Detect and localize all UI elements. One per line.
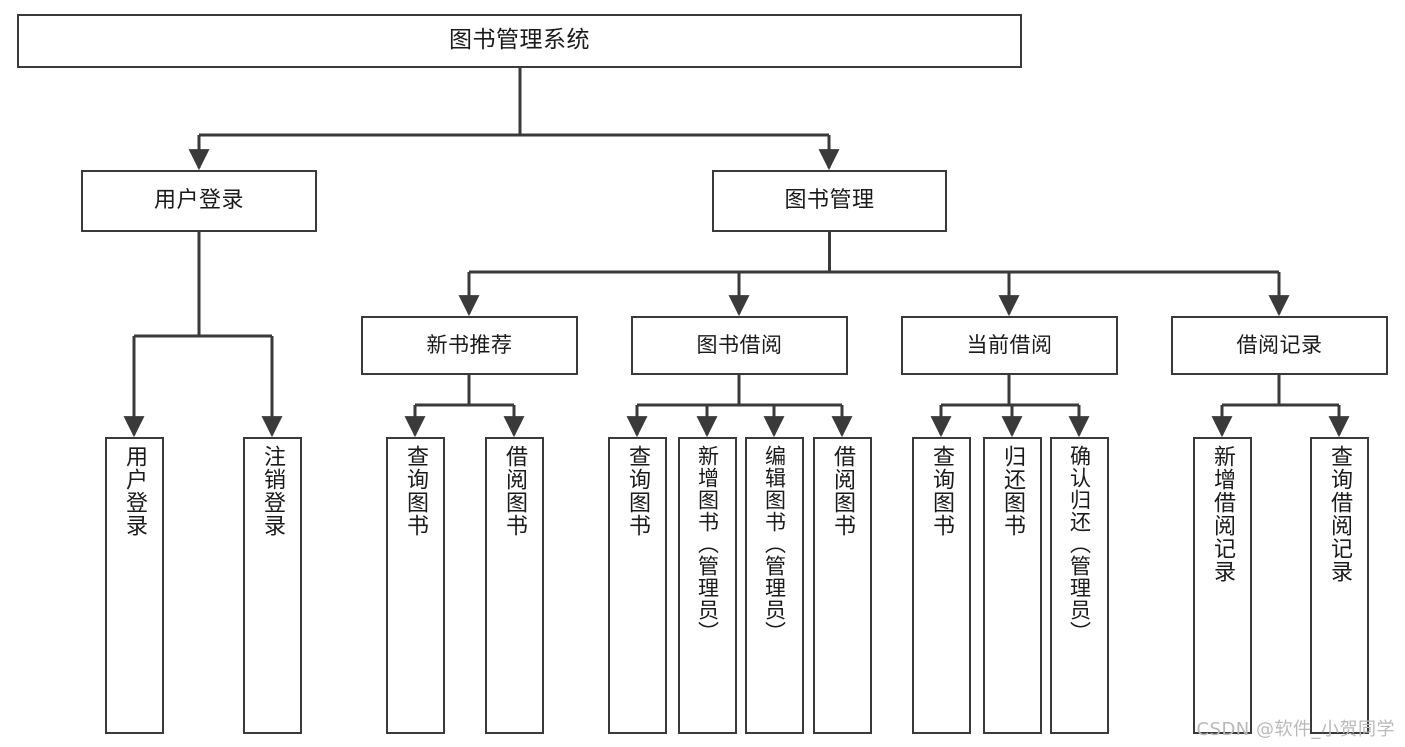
node-book-manage-label: 图书管理 xyxy=(784,187,875,213)
node-leaf-query-record-label: 查询借阅记录 xyxy=(1327,445,1353,583)
node-leaf-confirm-return-label: 确认归还（管理员） xyxy=(1067,445,1092,643)
node-leaf-add-book[interactable]: 新增图书（管理员） xyxy=(678,437,737,734)
node-leaf-return-book[interactable]: 归还图书 xyxy=(983,437,1042,734)
node-book-manage[interactable]: 图书管理 xyxy=(712,170,947,232)
node-leaf-query-book-3-label: 查询图书 xyxy=(929,445,955,537)
node-book-borrow-label: 图书借阅 xyxy=(696,332,783,357)
node-leaf-add-record-label: 新增借阅记录 xyxy=(1210,445,1236,583)
node-leaf-query-book-3[interactable]: 查询图书 xyxy=(912,437,971,734)
node-leaf-query-book-2[interactable]: 查询图书 xyxy=(608,437,667,734)
node-borrow-record-label: 借阅记录 xyxy=(1236,332,1323,357)
node-leaf-user-login[interactable]: 用户登录 xyxy=(105,437,164,734)
node-leaf-borrow-book-2[interactable]: 借阅图书 xyxy=(813,437,872,734)
node-root[interactable]: 图书管理系统 xyxy=(17,14,1022,68)
node-new-book-rec[interactable]: 新书推荐 xyxy=(361,316,578,375)
node-leaf-add-record[interactable]: 新增借阅记录 xyxy=(1193,437,1252,734)
node-user-login[interactable]: 用户登录 xyxy=(81,170,317,232)
node-leaf-query-record[interactable]: 查询借阅记录 xyxy=(1310,437,1369,734)
node-leaf-query-book-2-label: 查询图书 xyxy=(625,445,651,537)
node-leaf-confirm-return[interactable]: 确认归还（管理员） xyxy=(1050,437,1109,734)
node-leaf-return-book-label: 归还图书 xyxy=(1000,445,1026,537)
node-leaf-borrow-book-1-label: 借阅图书 xyxy=(502,445,528,537)
node-leaf-query-book-1-label: 查询图书 xyxy=(403,445,429,537)
node-book-borrow[interactable]: 图书借阅 xyxy=(631,316,848,375)
node-borrow-record[interactable]: 借阅记录 xyxy=(1171,316,1388,375)
node-current-borrow[interactable]: 当前借阅 xyxy=(901,316,1118,375)
node-leaf-edit-book[interactable]: 编辑图书（管理员） xyxy=(745,437,804,734)
node-leaf-user-login-label: 用户登录 xyxy=(122,445,148,537)
node-leaf-query-book-1[interactable]: 查询图书 xyxy=(386,437,445,734)
node-leaf-user-logout[interactable]: 注销登录 xyxy=(243,437,302,734)
node-leaf-borrow-book-1[interactable]: 借阅图书 xyxy=(485,437,544,734)
node-root-label: 图书管理系统 xyxy=(449,27,590,54)
node-new-book-rec-label: 新书推荐 xyxy=(426,332,513,357)
node-leaf-user-logout-label: 注销登录 xyxy=(260,445,286,537)
node-current-borrow-label: 当前借阅 xyxy=(966,332,1053,357)
node-leaf-edit-book-label: 编辑图书（管理员） xyxy=(762,445,787,643)
node-user-login-label: 用户登录 xyxy=(153,187,244,213)
watermark-text: CSDN @软件_小贺同学 xyxy=(1196,719,1395,740)
node-leaf-borrow-book-2-label: 借阅图书 xyxy=(830,445,856,537)
node-leaf-add-book-label: 新增图书（管理员） xyxy=(695,445,720,643)
